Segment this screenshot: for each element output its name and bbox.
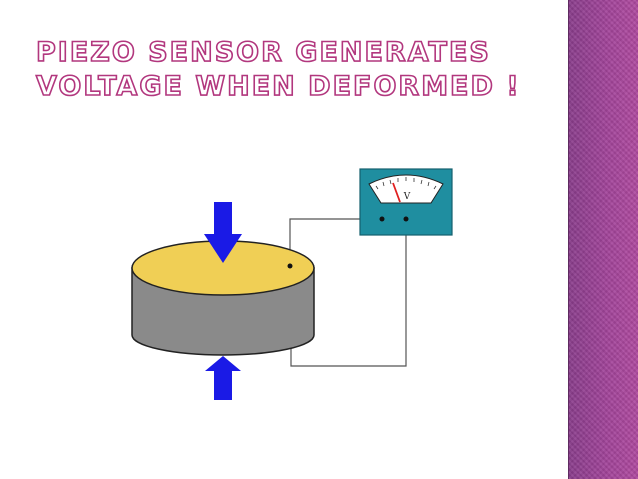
slide-title: PIEZO SENSOR GENERATES VOLTAGE WHEN DEFO… — [35, 36, 556, 104]
slide-title-line-2: VOLTAGE WHEN DEFORMED ! — [35, 70, 521, 103]
meter-terminal-left — [379, 216, 385, 222]
electrode-dot-top — [287, 263, 293, 269]
force-arrow-down-icon — [204, 202, 242, 263]
voltmeter-label: V — [403, 192, 411, 202]
voltmeter-needle — [392, 182, 401, 203]
slide-title-line-1: PIEZO SENSOR GENERATES — [35, 36, 491, 69]
force-arrow-up-icon — [205, 356, 241, 400]
meter-terminal-right — [403, 216, 409, 222]
voltmeter-dial — [368, 174, 444, 204]
voltmeter: V — [359, 168, 453, 236]
decorative-side-band — [568, 0, 638, 479]
